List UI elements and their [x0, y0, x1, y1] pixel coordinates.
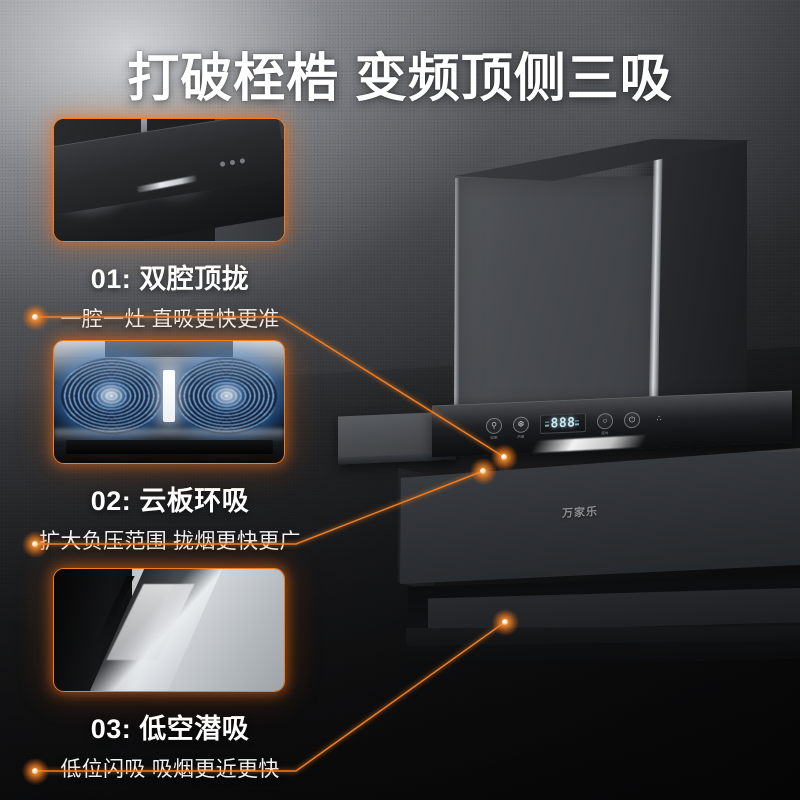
smart-mode-icon[interactable]: ∴ — [656, 413, 662, 424]
page-headline: 打破桎梏 变频顶侧三吸 — [127, 50, 673, 108]
feature-thumb-cloud-plate[interactable] — [53, 340, 285, 464]
feature-subtitle-03: 低位闪吸 吸烟更近更快 — [60, 758, 280, 781]
thumb-3-shading — [54, 569, 284, 691]
display-tick-icon — [544, 421, 549, 423]
feature-subtitle-02: 扩大负压范围 拢烟更快更广 — [39, 530, 301, 553]
thumb-2-vortex-core-right — [208, 378, 248, 411]
fan-speed-button-label: 风量 — [517, 434, 525, 439]
display-value: 888 — [550, 414, 576, 431]
feature-title-03: 03: 低空潜吸 — [90, 714, 250, 744]
feature-thumb-dual-chamber[interactable] — [53, 118, 285, 242]
display-tick-icon — [575, 423, 580, 425]
feature-thumb-low-profile[interactable] — [53, 568, 285, 692]
feature-card-02[interactable]: 02: 云板环吸 扩大负压范围 拢烟更快更广 — [0, 340, 340, 555]
feature-title-02: 02: 云板环吸 — [90, 486, 250, 516]
display-right-ticks — [575, 419, 580, 425]
hood-main-body-panel — [400, 448, 800, 584]
brand-logo: 万家乐 — [562, 506, 598, 520]
thumb-3-artwork — [54, 569, 284, 691]
feature-title-01: 01: 双腔顶拢 — [90, 264, 250, 294]
timer-button-label: 延时 — [601, 431, 609, 436]
fan-speed-button-wrap[interactable]: ❆ 风量 — [513, 416, 529, 439]
thumb-1-artwork — [54, 119, 284, 241]
feature-card-01[interactable]: 01: 双腔顶拢 一腔一灶 直吸更快更准 — [0, 118, 340, 333]
power-button-wrap[interactable]: ⏻ — [624, 411, 640, 429]
timer-icon[interactable]: ○ — [597, 412, 613, 430]
smart-button-wrap[interactable]: ∴ — [651, 411, 667, 428]
light-button-wrap[interactable]: ⚲ 照明 — [486, 417, 502, 440]
thumb-2-intake-slot — [65, 439, 273, 455]
display-tick-icon — [544, 424, 549, 427]
hood-chimney-side-panel — [657, 140, 747, 430]
feature-card-03[interactable]: 03: 低空潜吸 低位闪吸 吸烟更近更快 — [0, 568, 340, 783]
timer-button-wrap[interactable]: ○ 延时 — [597, 412, 613, 435]
light-button-label: 照明 — [490, 435, 498, 441]
thumb-2-artwork — [54, 341, 284, 463]
display-tick-icon — [575, 419, 580, 422]
thumb-2-center-divider — [163, 370, 175, 422]
display-left-ticks — [544, 421, 549, 427]
feature-subtitle-01: 一腔一灶 直吸更快更准 — [60, 308, 280, 331]
fan-icon[interactable]: ❆ — [513, 416, 529, 434]
power-icon[interactable]: ⏻ — [624, 411, 640, 429]
light-icon[interactable]: ⚲ — [486, 417, 502, 435]
digital-display: 888 — [540, 412, 586, 434]
thumb-2-hood-top — [54, 341, 284, 357]
thumb-2-vortex-core-left — [90, 378, 130, 411]
